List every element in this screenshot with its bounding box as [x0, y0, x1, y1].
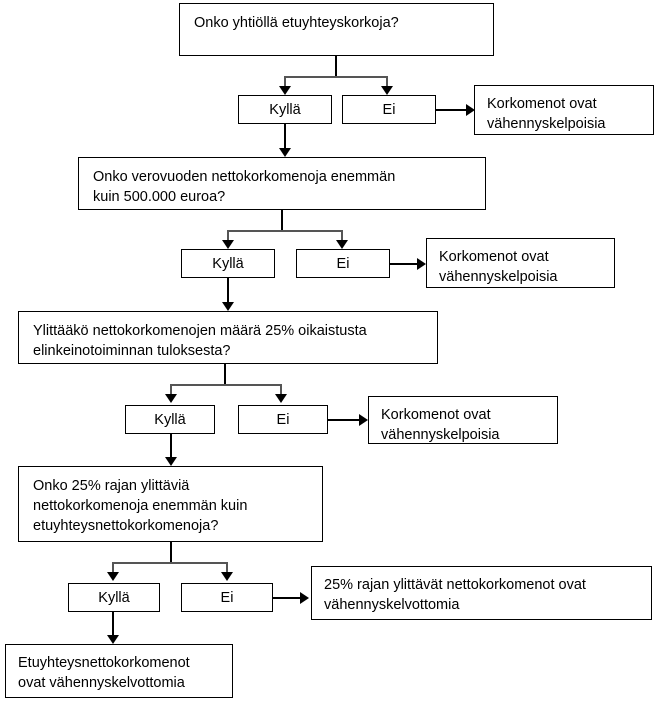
branch-box-q2-yes: Kyllä: [181, 249, 275, 278]
branch-box-label: Kyllä: [212, 255, 244, 272]
connector-q3-stem: [224, 364, 226, 386]
terminal-box-etuyhteysnettokorkomenot: Etuyhteysnettokorkomenot ovat vähennyske…: [5, 644, 233, 698]
connector-q2-stem: [281, 210, 283, 232]
arrow-q1-yes: [279, 86, 291, 95]
connector-q2-no-to-outcome: [390, 263, 420, 265]
connector-q3-branch-bar: [170, 384, 282, 386]
arrow-q1-no: [381, 86, 393, 95]
decision-box-nettokorkomenoja-500000: Onko verovuoden nettokorkomenoja enemmän…: [78, 157, 486, 210]
outcome-box-q1: Korkomenot ovat vähennyskelpoisia: [474, 85, 654, 135]
branch-box-q1-yes: Kyllä: [238, 95, 332, 124]
outcome-box-text: Korkomenot ovat vähennyskelpoisia: [381, 407, 500, 443]
outcome-box-q3: Korkomenot ovat vähennyskelpoisia: [368, 396, 558, 444]
arrow-to-final: [107, 635, 119, 644]
branch-box-q4-no: Ei: [181, 583, 273, 612]
arrow-q4-no: [221, 572, 233, 581]
branch-box-q1-no: Ei: [342, 95, 436, 124]
connector-q3-yes-to-q4: [170, 434, 172, 460]
connector-q4-yes-to-final: [112, 612, 114, 638]
branch-box-label: Ei: [382, 101, 396, 118]
arrow-q1-outcome: [466, 104, 475, 116]
decision-box-25-rajan-ylittavia: Onko 25% rajan ylittäviä nettokorkomenoj…: [18, 466, 323, 542]
branch-box-label: Kyllä: [98, 589, 130, 606]
decision-box-text: Onko verovuoden nettokorkomenoja enemmän…: [93, 169, 396, 205]
arrow-q2-no: [336, 240, 348, 249]
connector-q4-no-drop: [226, 562, 228, 574]
decision-box-text: Onko yhtiöllä etuyhteyskorkoja?: [194, 15, 399, 31]
arrow-q3-yes: [165, 394, 177, 403]
outcome-box-q4: 25% rajan ylittävät nettokorkomenot ovat…: [311, 566, 652, 620]
arrow-q3-no: [275, 394, 287, 403]
connector-q2-yes-to-q3: [227, 278, 229, 304]
arrow-to-q3: [222, 302, 234, 311]
arrow-q4-outcome: [300, 592, 309, 604]
branch-box-q3-no: Ei: [238, 405, 328, 434]
connector-q1-yes-to-q2: [284, 124, 286, 150]
connector-q1-yes-drop: [284, 76, 286, 88]
arrow-to-q2: [279, 148, 291, 157]
branch-box-label: Ei: [220, 589, 234, 606]
branch-box-label: Kyllä: [154, 411, 186, 428]
connector-q3-yes-drop: [170, 384, 172, 396]
connector-q2-no-drop: [341, 230, 343, 242]
branch-box-q2-no: Ei: [296, 249, 390, 278]
connector-q3-no-drop: [280, 384, 282, 396]
connector-q2-yes-drop: [227, 230, 229, 242]
outcome-box-text: 25% rajan ylittävät nettokorkomenot ovat…: [324, 577, 586, 613]
branch-box-label: Kyllä: [269, 101, 301, 118]
connector-q3-no-to-outcome: [328, 419, 362, 421]
outcome-box-text: Korkomenot ovat vähennyskelpoisia: [439, 249, 558, 285]
branch-box-label: Ei: [276, 411, 290, 428]
arrow-q3-outcome: [359, 414, 368, 426]
terminal-box-text: Etuyhteysnettokorkomenot ovat vähennyske…: [18, 655, 190, 691]
connector-q4-stem: [170, 542, 172, 564]
branch-box-q3-yes: Kyllä: [125, 405, 215, 434]
decision-box-text: Ylittääkö nettokorkomenojen määrä 25% oi…: [33, 323, 367, 359]
arrow-q2-outcome: [417, 258, 426, 270]
decision-box-etuyhteyskorkoja: Onko yhtiöllä etuyhteyskorkoja?: [179, 3, 494, 56]
connector-q1-branch-bar: [284, 76, 388, 78]
arrow-to-q4: [165, 457, 177, 466]
decision-box-text: Onko 25% rajan ylittäviä nettokorkomenoj…: [33, 478, 248, 534]
decision-box-25-oikaistusta: Ylittääkö nettokorkomenojen määrä 25% oi…: [18, 311, 438, 364]
outcome-box-q2: Korkomenot ovat vähennyskelpoisia: [426, 238, 615, 288]
arrow-q4-yes: [107, 572, 119, 581]
branch-box-label: Ei: [336, 255, 350, 272]
branch-box-q4-yes: Kyllä: [68, 583, 160, 612]
connector-q2-branch-bar: [227, 230, 343, 232]
connector-q4-no-to-outcome: [273, 597, 303, 599]
connector-q1-stem: [335, 56, 337, 78]
connector-q4-yes-drop: [112, 562, 114, 574]
arrow-q2-yes: [222, 240, 234, 249]
connector-q4-branch-bar: [112, 562, 228, 564]
connector-q1-no-to-outcome: [436, 109, 470, 111]
outcome-box-text: Korkomenot ovat vähennyskelpoisia: [487, 96, 606, 132]
connector-q1-no-drop: [386, 76, 388, 88]
